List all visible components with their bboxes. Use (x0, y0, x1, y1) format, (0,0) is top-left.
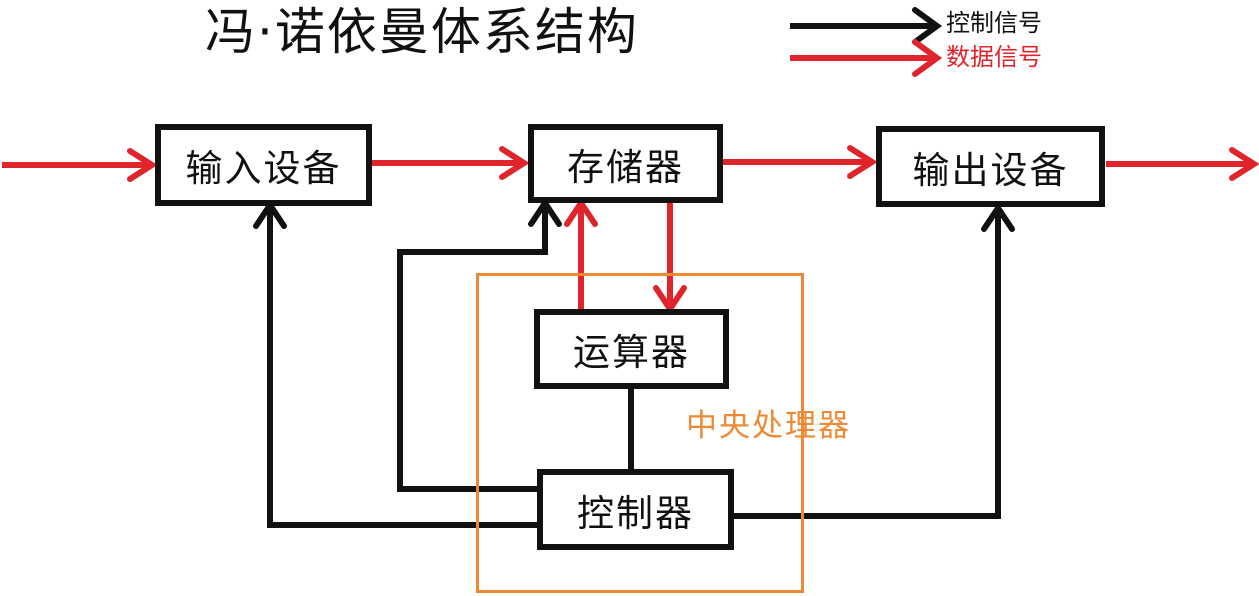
controller-box: 控制器 (537, 469, 734, 550)
control-arrow-to-output (734, 202, 1015, 519)
legend-control-arrow (790, 7, 943, 45)
cpu-group-frame (476, 273, 804, 593)
memory-box: 存储器 (528, 124, 723, 203)
data-arrow-input-to-memory (372, 146, 530, 180)
data-arrow-memory-to-output (722, 145, 878, 179)
legend-data-arrow (790, 39, 943, 77)
cpu-group-label: 中央处理器 (686, 408, 851, 444)
data-arrow-into-input (2, 148, 158, 182)
legend-data-label: 数据信号 (946, 43, 1042, 71)
legend-control-label: 控制信号 (946, 9, 1042, 37)
data-arrow-alu-to-memory (564, 197, 598, 310)
alu-box: 运算器 (534, 309, 729, 389)
page-title: 冯·诺依曼体系结构 (205, 3, 639, 61)
control-arrow-to-memory (397, 197, 562, 492)
input-device-box: 输入设备 (155, 124, 372, 206)
data-arrow-output-out (1106, 147, 1259, 181)
output-device-box: 输出设备 (876, 126, 1105, 207)
